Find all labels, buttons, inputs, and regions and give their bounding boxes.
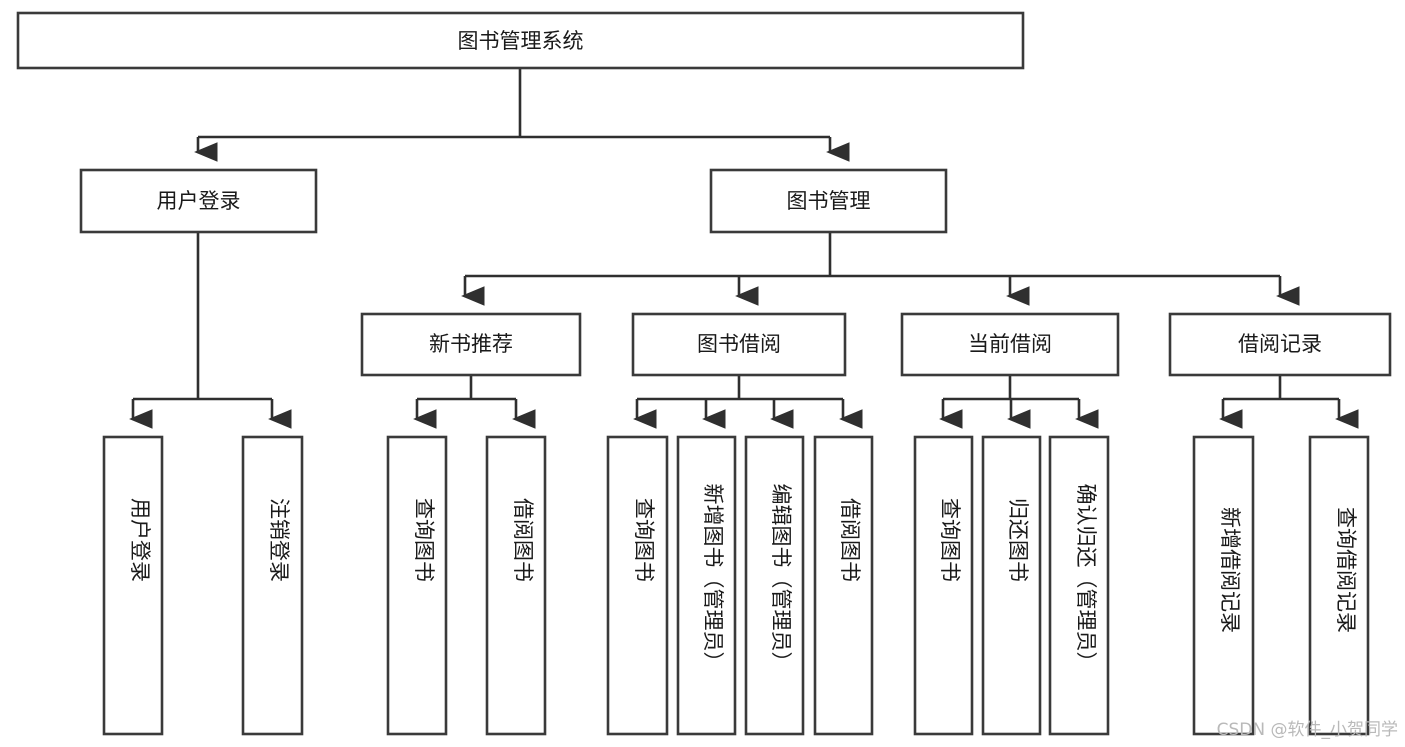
connector-currentborrow-to-leaves: [939, 375, 1099, 429]
node-book-borrow-box[interactable]: [631, 312, 847, 377]
node-leaf-borrow-book-box[interactable]: [813, 435, 874, 736]
node-leaf-user-logout-label: 注销登录: [267, 498, 291, 582]
node-leaf-query-borrow-record-label: 查询借阅记录: [1334, 507, 1358, 633]
node-leaf-query-book-current-box[interactable]: [913, 435, 974, 736]
node-leaf-confirm-return-admin[interactable]: 确认归还（管理员）: [1048, 435, 1110, 736]
node-leaf-add-borrow-record-box[interactable]: [1192, 435, 1255, 736]
node-leaf-edit-book-admin-box[interactable]: [744, 435, 805, 736]
connector-root-to-level2: [194, 68, 850, 162]
node-new-book-recommend-label: 新书推荐: [429, 332, 513, 356]
node-leaf-edit-book-admin[interactable]: 编辑图书（管理员）: [744, 435, 805, 736]
node-leaf-query-book-borrow[interactable]: 查询图书: [606, 435, 669, 736]
node-leaf-confirm-return-admin-label: 确认归还（管理员）: [1074, 484, 1098, 673]
connector-borrowrecord-to-leaves: [1219, 375, 1359, 429]
connector-bookmgmt-to-level3: [461, 232, 1300, 306]
node-leaf-borrow-book-recommend[interactable]: 借阅图书: [485, 435, 547, 736]
node-leaf-return-book-box[interactable]: [981, 435, 1042, 736]
node-root-box[interactable]: [16, 11, 1025, 70]
node-leaf-query-borrow-record[interactable]: 查询借阅记录: [1308, 435, 1370, 736]
node-leaf-query-book-recommend[interactable]: 查询图书: [386, 435, 448, 736]
node-leaf-query-book-borrow-label: 查询图书: [632, 498, 656, 582]
node-leaf-query-book-current[interactable]: 查询图书: [913, 435, 974, 736]
node-leaf-confirm-return-admin-box[interactable]: [1048, 435, 1110, 736]
connector-userlogin-to-leaves: [129, 232, 292, 429]
node-leaf-add-book-admin-box[interactable]: [676, 435, 737, 736]
connector-bookborrow-to-leaves: [633, 375, 863, 429]
node-borrow-record-label: 借阅记录: [1238, 332, 1322, 356]
node-leaf-query-book-borrow-box[interactable]: [606, 435, 669, 736]
node-user-login[interactable]: 用户登录: [79, 168, 318, 234]
node-new-book-recommend[interactable]: 新书推荐: [360, 312, 582, 377]
node-user-login-box[interactable]: [79, 168, 318, 234]
node-leaf-user-login-box[interactable]: [102, 435, 164, 736]
node-leaf-add-borrow-record-label: 新增借阅记录: [1218, 507, 1242, 633]
connector-recommend-to-leaves: [413, 375, 536, 429]
node-current-borrow[interactable]: 当前借阅: [900, 312, 1120, 377]
node-leaf-borrow-book-recommend-box[interactable]: [485, 435, 547, 736]
node-leaf-borrow-book[interactable]: 借阅图书: [813, 435, 874, 736]
node-leaf-user-login-label: 用户登录: [128, 498, 152, 582]
connectors-layer: [129, 68, 1359, 429]
node-leaf-return-book-label: 归还图书: [1006, 498, 1030, 582]
node-leaf-add-book-admin-label: 新增图书（管理员）: [701, 484, 725, 673]
node-root-label: 图书管理系统: [458, 29, 584, 53]
node-leaf-edit-book-admin-label: 编辑图书（管理员）: [769, 484, 793, 673]
node-book-borrow[interactable]: 图书借阅: [631, 312, 847, 377]
node-root[interactable]: 图书管理系统: [16, 11, 1025, 70]
node-book-borrow-label: 图书借阅: [697, 332, 781, 356]
csdn-watermark: CSDN @软件_小贺同学: [1217, 720, 1398, 740]
node-borrow-record[interactable]: 借阅记录: [1168, 312, 1392, 377]
node-leaf-user-logout[interactable]: 注销登录: [241, 435, 304, 736]
node-leaf-query-borrow-record-box[interactable]: [1308, 435, 1370, 736]
node-leaf-borrow-book-label: 借阅图书: [838, 498, 862, 582]
node-book-management[interactable]: 图书管理: [709, 168, 948, 234]
node-leaf-query-book-current-label: 查询图书: [938, 498, 962, 582]
node-leaf-query-book-recommend-label: 查询图书: [412, 498, 436, 582]
node-book-management-label: 图书管理: [787, 189, 871, 213]
node-leaf-return-book[interactable]: 归还图书: [981, 435, 1042, 736]
node-current-borrow-label: 当前借阅: [968, 332, 1052, 356]
node-leaf-borrow-book-recommend-label: 借阅图书: [511, 498, 535, 582]
node-leaf-user-login[interactable]: 用户登录: [102, 435, 164, 736]
node-current-borrow-box[interactable]: [900, 312, 1120, 377]
node-user-login-label: 用户登录: [157, 189, 241, 213]
node-leaf-add-borrow-record[interactable]: 新增借阅记录: [1192, 435, 1255, 736]
node-leaf-query-book-recommend-box[interactable]: [386, 435, 448, 736]
node-borrow-record-box[interactable]: [1168, 312, 1392, 377]
node-new-book-recommend-box[interactable]: [360, 312, 582, 377]
node-leaf-user-logout-box[interactable]: [241, 435, 304, 736]
node-leaf-add-book-admin[interactable]: 新增图书（管理员）: [676, 435, 737, 736]
node-book-management-box[interactable]: [709, 168, 948, 234]
